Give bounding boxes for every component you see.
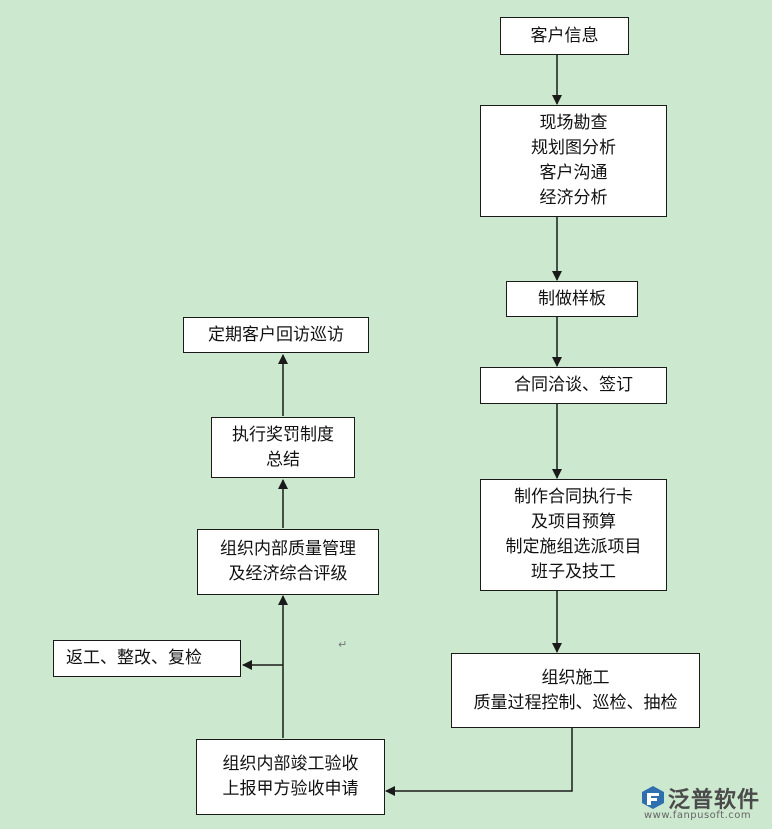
node-execution-card: 制作合同执行卡 及项目预算 制定施组选派项目 班子及技工 — [480, 479, 667, 591]
node-text: 及项目预算 — [531, 512, 616, 532]
node-text: 组织施工 — [541, 667, 610, 688]
return-mark: ↵ — [338, 638, 348, 651]
node-text: 经济分析 — [539, 188, 608, 208]
arrow-construction-to-acceptance — [385, 728, 573, 796]
node-make-sample: 制做样板 — [506, 281, 638, 317]
node-text: 制定施组选派项目 — [505, 537, 642, 557]
node-text: 制作合同执行卡 — [514, 487, 633, 507]
node-rework: 返工、整改、复检 — [53, 640, 241, 677]
node-text: 总结 — [266, 449, 300, 470]
node-text: 定期客户回访巡访 — [208, 324, 344, 345]
fanpu-logo-icon — [642, 786, 664, 809]
node-text: 客户信息 — [530, 25, 599, 46]
node-text: 返工、整改、复检 — [66, 648, 202, 668]
node-contract-negotiation: 合同洽谈、签订 — [480, 367, 667, 404]
logo-name: 泛普软件 — [668, 788, 761, 813]
node-text: 客户沟通 — [539, 163, 608, 183]
node-reward-penalty: 执行奖罚制度 总结 — [211, 417, 355, 478]
node-internal-acceptance: 组织内部竣工验收 上报甲方验收申请 — [196, 739, 385, 815]
node-organize-construction: 组织施工 质量过程控制、巡检、抽检 — [451, 653, 700, 728]
node-customer-info: 客户信息 — [500, 17, 629, 55]
node-customer-revisit: 定期客户回访巡访 — [183, 317, 369, 353]
node-quality-evaluation: 组织内部质量管理 及经济综合评级 — [197, 529, 379, 595]
node-text: 组织内部质量管理 — [220, 539, 356, 559]
node-text: 现场勘查 — [539, 113, 608, 133]
node-text: 及经济综合评级 — [228, 564, 348, 584]
node-text: 合同洽谈、签订 — [514, 375, 633, 395]
node-text: 制做样板 — [538, 288, 606, 309]
node-survey-analysis: 现场勘查 规划图分析 客户沟通 经济分析 — [480, 105, 667, 217]
node-text: 组织内部竣工验收 — [222, 754, 359, 774]
node-text: 班子及技工 — [531, 562, 616, 582]
node-text: 质量过程控制、巡检、抽检 — [473, 692, 678, 713]
node-text: 规划图分析 — [531, 138, 616, 158]
fanpu-logo: 泛普软件 www.fanpusoft.com — [640, 780, 765, 825]
node-text: 执行奖罚制度 — [232, 424, 334, 445]
logo-url: www.fanpusoft.com — [644, 810, 752, 821]
node-text: 上报甲方验收申请 — [222, 779, 359, 799]
